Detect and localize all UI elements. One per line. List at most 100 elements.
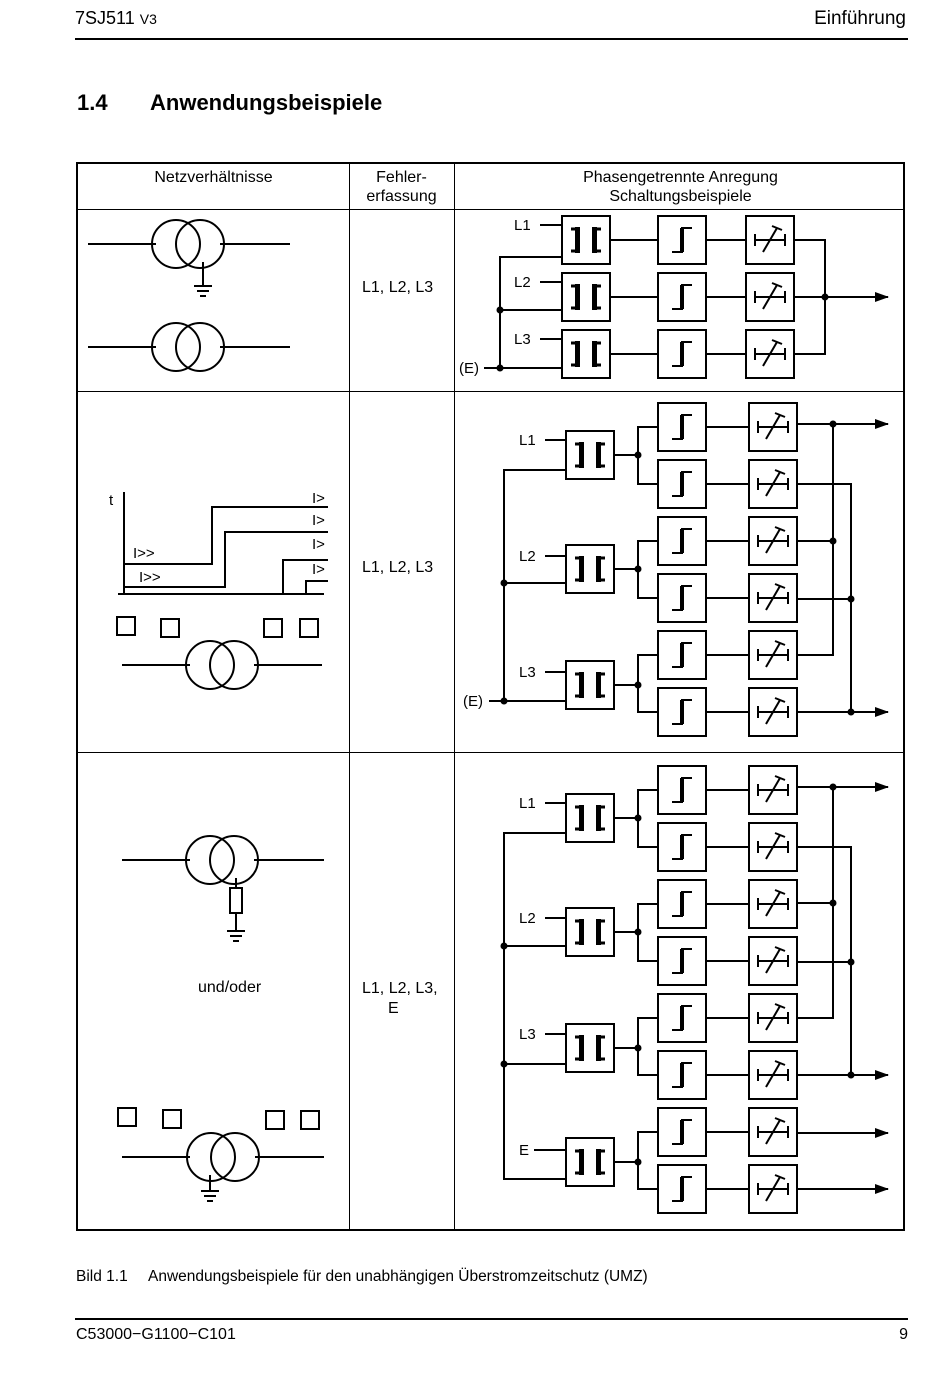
time-delay-icon	[745, 329, 795, 379]
setting-label-low: I>	[312, 490, 325, 507]
running-header-product: 7SJ511 V3	[75, 8, 157, 29]
threshold-icon	[656, 1163, 708, 1215]
column-divider	[454, 164, 455, 1229]
figure-caption: Anwendungsbeispiele für den unabhängigen…	[148, 1268, 648, 1285]
ground-icon	[193, 285, 213, 297]
threshold-icon	[656, 328, 708, 380]
header-row-divider	[78, 209, 903, 210]
relay-box	[116, 616, 136, 636]
setting-label-low: I>	[312, 512, 325, 529]
column-divider	[349, 164, 350, 1229]
ct-icon	[560, 328, 612, 380]
row1-circuit-diagram: L1 L2 L3 (E)	[459, 214, 889, 380]
time-delay-icon	[748, 516, 798, 566]
time-delay-icon	[748, 459, 798, 509]
time-delay-icon	[748, 630, 798, 680]
setting-label-low: I>	[312, 536, 325, 553]
fault-detection-row2: L1, L2, L3	[362, 559, 434, 576]
row1-network-diagram	[88, 219, 290, 372]
transformer-icon	[151, 219, 225, 269]
ct-icon	[564, 659, 616, 711]
phase-label: L3	[514, 331, 531, 348]
phase-label: L2	[519, 910, 536, 927]
header-line: Fehler-	[376, 169, 427, 186]
row2-circuit-diagram: L1 L2 L3 (E)	[463, 401, 889, 738]
ground-icon	[226, 930, 246, 942]
time-delay-icon	[748, 1107, 798, 1157]
threshold-icon	[656, 572, 708, 624]
row-divider	[78, 391, 903, 392]
ct-icon	[564, 429, 616, 481]
time-delay-icon	[748, 1050, 798, 1100]
phase-label: L1	[514, 217, 531, 234]
ct-icon	[564, 792, 616, 844]
phase-label: L3	[519, 1026, 536, 1043]
setting-label-low: I>	[312, 561, 325, 578]
time-delay-icon	[748, 993, 798, 1043]
time-axis-label: t	[109, 492, 114, 509]
phase-label: E	[519, 1142, 529, 1159]
fault-detection-line: L1, L2, L3,	[362, 980, 438, 997]
header-line: Phasengetrennte Anregung	[583, 169, 778, 186]
header-line: erfassung	[366, 188, 437, 205]
earth-label: (E)	[459, 360, 479, 377]
running-header-chapter: Einführung	[814, 8, 906, 29]
threshold-icon	[656, 458, 708, 510]
relay-box	[265, 1110, 285, 1130]
threshold-icon	[656, 1106, 708, 1158]
threshold-icon	[656, 1049, 708, 1101]
time-delay-icon	[748, 936, 798, 986]
ct-icon	[564, 1136, 616, 1188]
fault-detection-line: E	[388, 1000, 399, 1017]
document-number: C53000−G1100−C101	[76, 1326, 236, 1343]
header-line: Schaltungsbeispiele	[609, 188, 752, 205]
fault-detection-row1: L1, L2, L3	[362, 279, 434, 296]
row-divider	[78, 752, 903, 753]
time-delay-icon	[748, 879, 798, 929]
phase-label: L1	[519, 432, 536, 449]
threshold-icon	[656, 764, 708, 816]
column-header-circuit-examples: Phasengetrennte Anregung Schaltungsbeisp…	[454, 168, 907, 206]
threshold-icon	[656, 878, 708, 930]
time-delay-icon	[748, 573, 798, 623]
ct-icon	[564, 1022, 616, 1074]
phase-label: L2	[519, 548, 536, 565]
row3-circuit-diagram: L1 L2 L3 E	[500, 764, 889, 1215]
time-delay-icon	[748, 822, 798, 872]
phase-label: L2	[514, 274, 531, 291]
relay-box	[300, 1110, 320, 1130]
threshold-icon	[656, 629, 708, 681]
product-name: 7SJ511	[75, 8, 135, 28]
transformer-icon	[185, 640, 259, 690]
column-header-fault-detection: Fehler- erfassung	[349, 168, 454, 206]
row3-network-diagram	[117, 835, 324, 1202]
footer-rule	[75, 1318, 908, 1320]
transformer-icon	[186, 1132, 260, 1182]
threshold-icon	[656, 935, 708, 987]
figure-number: Bild 1.1	[76, 1268, 128, 1285]
time-delay-icon	[748, 687, 798, 737]
threshold-icon	[656, 686, 708, 738]
column-header-network: Netzverhältnisse	[154, 169, 273, 186]
earth-label: (E)	[463, 693, 483, 710]
phase-label: L3	[519, 664, 536, 681]
time-delay-icon	[745, 215, 795, 265]
row2-network-diagram: t I>> I>> I> I> I> I>	[109, 490, 328, 690]
relay-box	[299, 618, 319, 638]
time-delay-icon	[748, 402, 798, 452]
ct-icon	[560, 271, 612, 323]
resistor-icon	[229, 887, 243, 914]
threshold-icon	[656, 821, 708, 873]
fault-detection-row3: L1, L2, L3, E	[362, 979, 438, 1019]
threshold-icon	[656, 214, 708, 266]
header-rule	[75, 38, 908, 40]
application-examples-table: Netzverhältnisse Fehler- erfassung Phase…	[76, 162, 905, 1231]
network-note-and-or: und/oder	[198, 979, 262, 996]
ct-icon	[564, 906, 616, 958]
threshold-icon	[656, 401, 708, 453]
ground-icon	[200, 1190, 220, 1202]
setting-label-high: I>>	[139, 569, 161, 586]
relay-box	[263, 618, 283, 638]
product-version: V3	[139, 11, 157, 27]
